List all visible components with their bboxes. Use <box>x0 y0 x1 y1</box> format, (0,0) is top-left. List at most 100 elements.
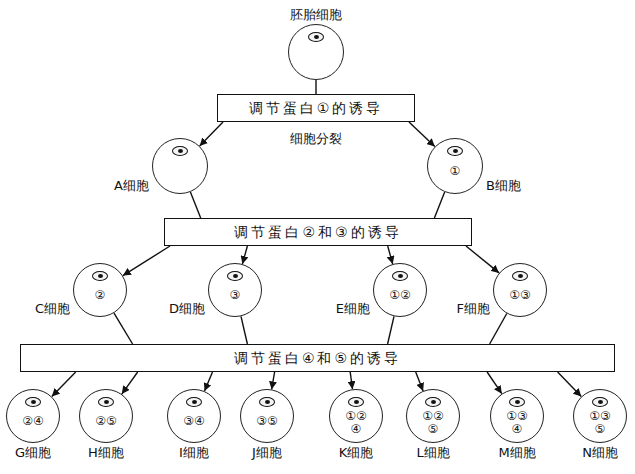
cell-nucleus <box>308 32 324 42</box>
cell-circle: ②C细胞 <box>73 263 127 317</box>
connector-arrow <box>52 372 76 397</box>
cell-nucleus <box>227 271 243 281</box>
process-box: 调节蛋白②和③的诱导 <box>164 218 472 246</box>
nucleolus <box>431 400 436 404</box>
cell-nucleus <box>25 397 41 407</box>
cell-nucleus <box>186 397 202 407</box>
protein-number: ①② <box>386 289 415 302</box>
cell-nucleus <box>348 397 364 407</box>
protein-number: ③⑤ <box>253 415 282 428</box>
process-box: 调节蛋白①的诱导 <box>217 94 415 122</box>
cell-circle: ①③ ④M细胞 <box>490 389 544 443</box>
connector-line <box>114 313 133 344</box>
cell-nucleus <box>259 397 275 407</box>
cell-circle: ①②E细胞 <box>373 263 427 317</box>
cell-circle: ③④I细胞 <box>167 389 221 443</box>
connector-arrow <box>123 246 170 276</box>
nucleolus <box>178 149 183 153</box>
connector-arrow <box>272 372 275 389</box>
process-box: 调节蛋白④和⑤的诱导 <box>20 344 615 372</box>
cell-label: J细胞 <box>252 445 282 460</box>
cell-label: E细胞 <box>336 301 370 316</box>
nucleolus <box>598 400 603 404</box>
connector-arrow <box>350 372 352 389</box>
cell-circle: ①B细胞 <box>427 138 483 194</box>
nucleolus <box>515 400 520 404</box>
cell-label: F细胞 <box>457 301 490 316</box>
nucleolus <box>98 274 103 278</box>
protein-number: ①② ⑤ <box>419 410 448 436</box>
protein-number: ①③ <box>506 289 535 302</box>
cell-nucleus <box>425 397 441 407</box>
cell-nucleus <box>447 146 463 156</box>
cell-circle: ②⑤H细胞 <box>79 389 133 443</box>
cell-circle: A细胞 <box>152 138 208 194</box>
cell-nucleus <box>172 146 188 156</box>
cell-nucleus <box>92 271 108 281</box>
connector-line <box>434 192 444 218</box>
nucleolus <box>518 274 523 278</box>
cell-circle: ①③F细胞 <box>493 263 547 317</box>
cell-label: A细胞 <box>114 178 149 193</box>
box-text: 调节蛋白②和③的诱导 <box>234 224 401 240</box>
cell-label: I细胞 <box>179 445 209 460</box>
connector-arrow <box>409 122 435 147</box>
nucleolus <box>104 400 109 404</box>
cell-nucleus <box>512 271 528 281</box>
connector-arrow <box>388 246 393 264</box>
connector-arrow <box>122 372 138 394</box>
connector-line <box>190 192 200 218</box>
connector-arrow <box>466 246 499 273</box>
connector-arrow <box>200 122 223 146</box>
nucleolus <box>192 400 197 404</box>
box-text: 调节蛋白④和⑤的诱导 <box>234 350 401 366</box>
connector-arrow <box>487 372 502 394</box>
cell-circle: ③⑤J细胞 <box>240 389 294 443</box>
connector-line <box>315 80 316 94</box>
cell-circle: ①③ ⑤N细胞 <box>573 389 627 443</box>
protein-number: ①③ ⑤ <box>586 410 615 436</box>
protein-number: ① <box>441 165 470 178</box>
connector-line <box>241 316 247 344</box>
nucleolus <box>453 149 458 153</box>
connector-arrow <box>205 372 213 391</box>
cell-circle: 胚胎细胞 <box>288 24 344 80</box>
nucleolus <box>314 35 319 39</box>
nucleolus <box>354 400 359 404</box>
cell-label: D细胞 <box>169 301 205 316</box>
nucleolus <box>233 274 238 278</box>
cell-circle: ①② ⑤L细胞 <box>406 389 460 443</box>
connector-arrow <box>242 246 247 264</box>
cell-label: G细胞 <box>15 445 51 460</box>
cell-label: L细胞 <box>416 445 449 460</box>
cell-circle: ①② ④K细胞 <box>329 389 383 443</box>
nucleolus <box>31 400 36 404</box>
nucleolus <box>265 400 270 404</box>
protein-number: ② <box>86 289 115 302</box>
cell-nucleus <box>592 397 608 407</box>
annotation-label: 细胞分裂 <box>288 131 344 146</box>
connector-arrow <box>416 372 423 391</box>
cell-label: B细胞 <box>486 178 521 193</box>
cell-label: 胚胎细胞 <box>290 7 342 22</box>
connector-line <box>490 314 507 345</box>
protein-number: ①③ ④ <box>503 410 532 436</box>
cell-label: M细胞 <box>498 445 535 460</box>
cell-label: C细胞 <box>35 301 70 316</box>
cell-circle: ②④G细胞 <box>6 389 60 443</box>
protein-number: ③ <box>221 289 250 302</box>
box-text: 调节蛋白①的诱导 <box>249 100 384 116</box>
cell-nucleus <box>392 271 408 281</box>
protein-number: ②⑤ <box>92 415 121 428</box>
cell-nucleus <box>98 397 114 407</box>
protein-number: ②④ <box>19 415 48 428</box>
protein-number: ①② ④ <box>342 410 371 436</box>
cell-label: K细胞 <box>339 445 374 460</box>
nucleolus <box>398 274 403 278</box>
cell-nucleus <box>509 397 525 407</box>
cell-label: H细胞 <box>88 445 124 460</box>
cell-label: N细胞 <box>582 445 618 460</box>
connector-arrow <box>558 372 582 397</box>
connector-line <box>388 316 394 344</box>
